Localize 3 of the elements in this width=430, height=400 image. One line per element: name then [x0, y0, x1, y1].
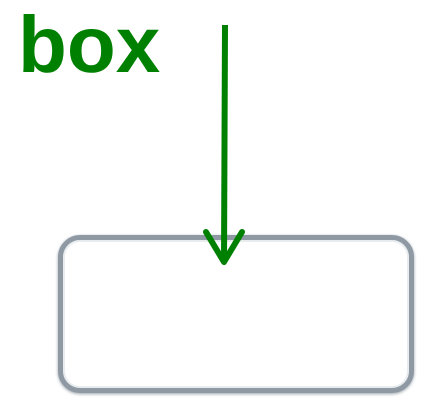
heading-label: box	[18, 0, 160, 90]
rounded-box	[58, 235, 414, 393]
arrow	[203, 24, 245, 265]
